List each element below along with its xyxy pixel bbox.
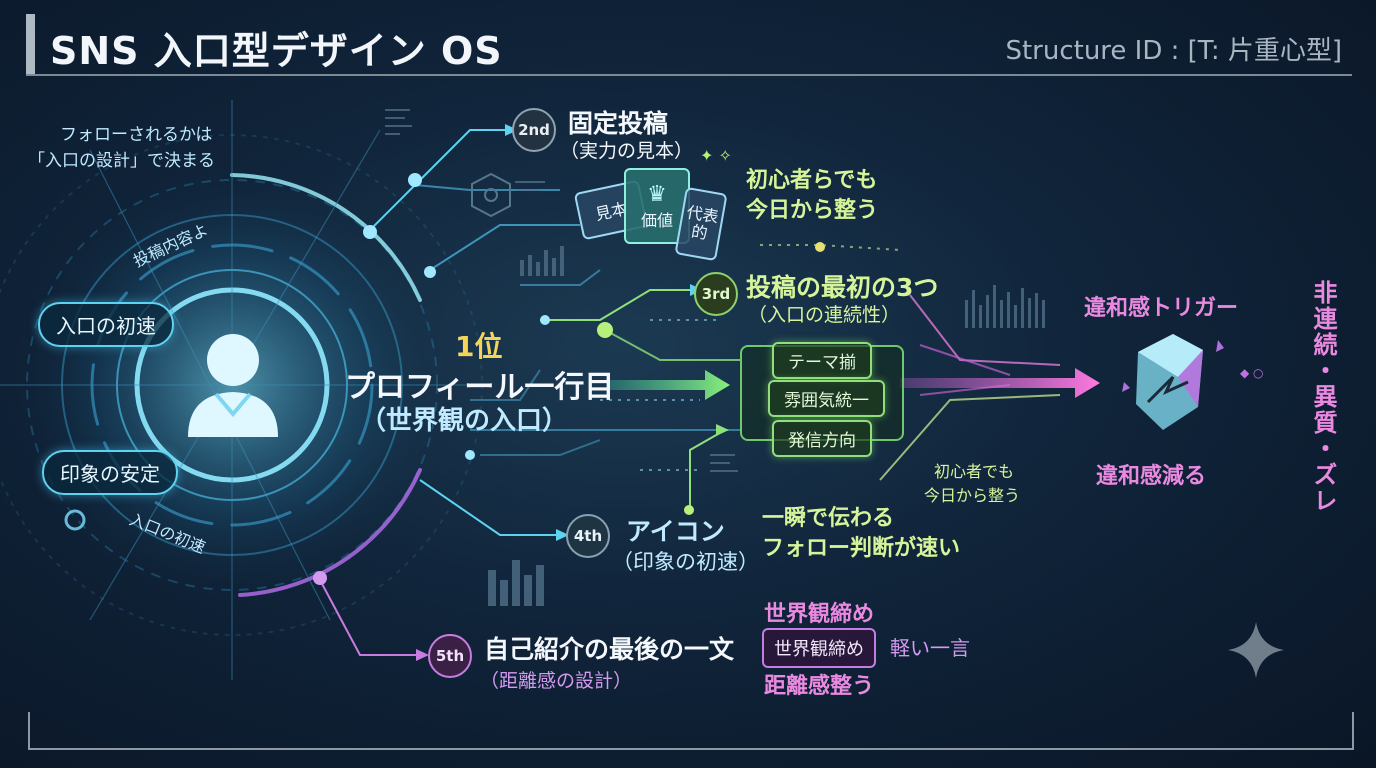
step-3-note-1: 初心者でも [934,462,1015,481]
sparkle-icon [1228,622,1284,678]
step-2-title: 固定投稿 [568,109,669,138]
crown-icon: ♛ [647,181,667,207]
pill-entry-speed: 入口の初速 [38,302,174,347]
center-headline: プロフィール一行目 [345,370,615,405]
step-5-top: 世界観締め [764,602,875,627]
card-value-label: 価値 [640,210,673,230]
step-2-sub: （実力の見本） [560,140,694,162]
intro-line-1: フォローされるかは [60,125,213,145]
page-title: SNS 入口型デザイン OS [50,29,503,73]
badge-3rd: 3rd [694,272,738,316]
step-5-sub: （距離感の設計） [480,670,633,692]
center-sub: （世界観の入口） [360,406,569,436]
step-5-side: 軽い一言 [890,636,970,660]
step-3-note-2: 今日から整う [924,486,1021,505]
step-3-sub: （入口の連続性） [748,304,901,326]
box-direction: 発信方向 [772,420,872,457]
pill-impression-stable: 印象の安定 [42,450,178,495]
step-2-note-1: 初心者らでも [746,168,878,193]
step-4-note-2: フォロー判断が速い [762,536,961,561]
vertical-keywords: 非連続・異質・ズレ [1309,280,1337,514]
shard-dots: ◆ ○ [1240,366,1264,380]
hexagon-icon [471,172,511,218]
step-4-sub: （印象の初速） [612,550,759,574]
box-theme: テーマ揃 [772,342,872,379]
step-5-title: 自己紹介の最後の一文 [484,635,735,664]
step-5-bottom: 距離感整う [764,674,875,699]
badge-4th: 4th [566,514,610,558]
step-3-title: 投稿の最初の3つ [746,273,939,302]
title-accent-bar [26,14,35,74]
sparkle-icon: ✦ ✧ [700,146,732,165]
header-divider [26,74,1352,76]
trigger-sub: 違和感減る [1096,464,1207,489]
step-4-note-1: 一瞬で伝わる [762,506,895,531]
user-avatar-icon [188,334,278,437]
crystal-icon [1122,334,1224,430]
box-atmosphere: 雰囲気統一 [768,380,885,417]
bottom-frame [28,712,1354,750]
step-2-note-2: 今日から整う [746,198,879,223]
badge-2nd: 2nd [512,108,556,152]
intro-line-2: 「入口の設計」で決まる [28,151,215,171]
step-5-box: 世界観締め [762,628,876,668]
step-4-title: アイコン [626,517,725,546]
badge-5th: 5th [428,634,472,678]
rank-label: 1位 [455,330,503,363]
structure-id: Structure ID : [T: 片重心型] [1005,36,1342,66]
trigger-title: 違和感トリガー [1084,296,1239,321]
